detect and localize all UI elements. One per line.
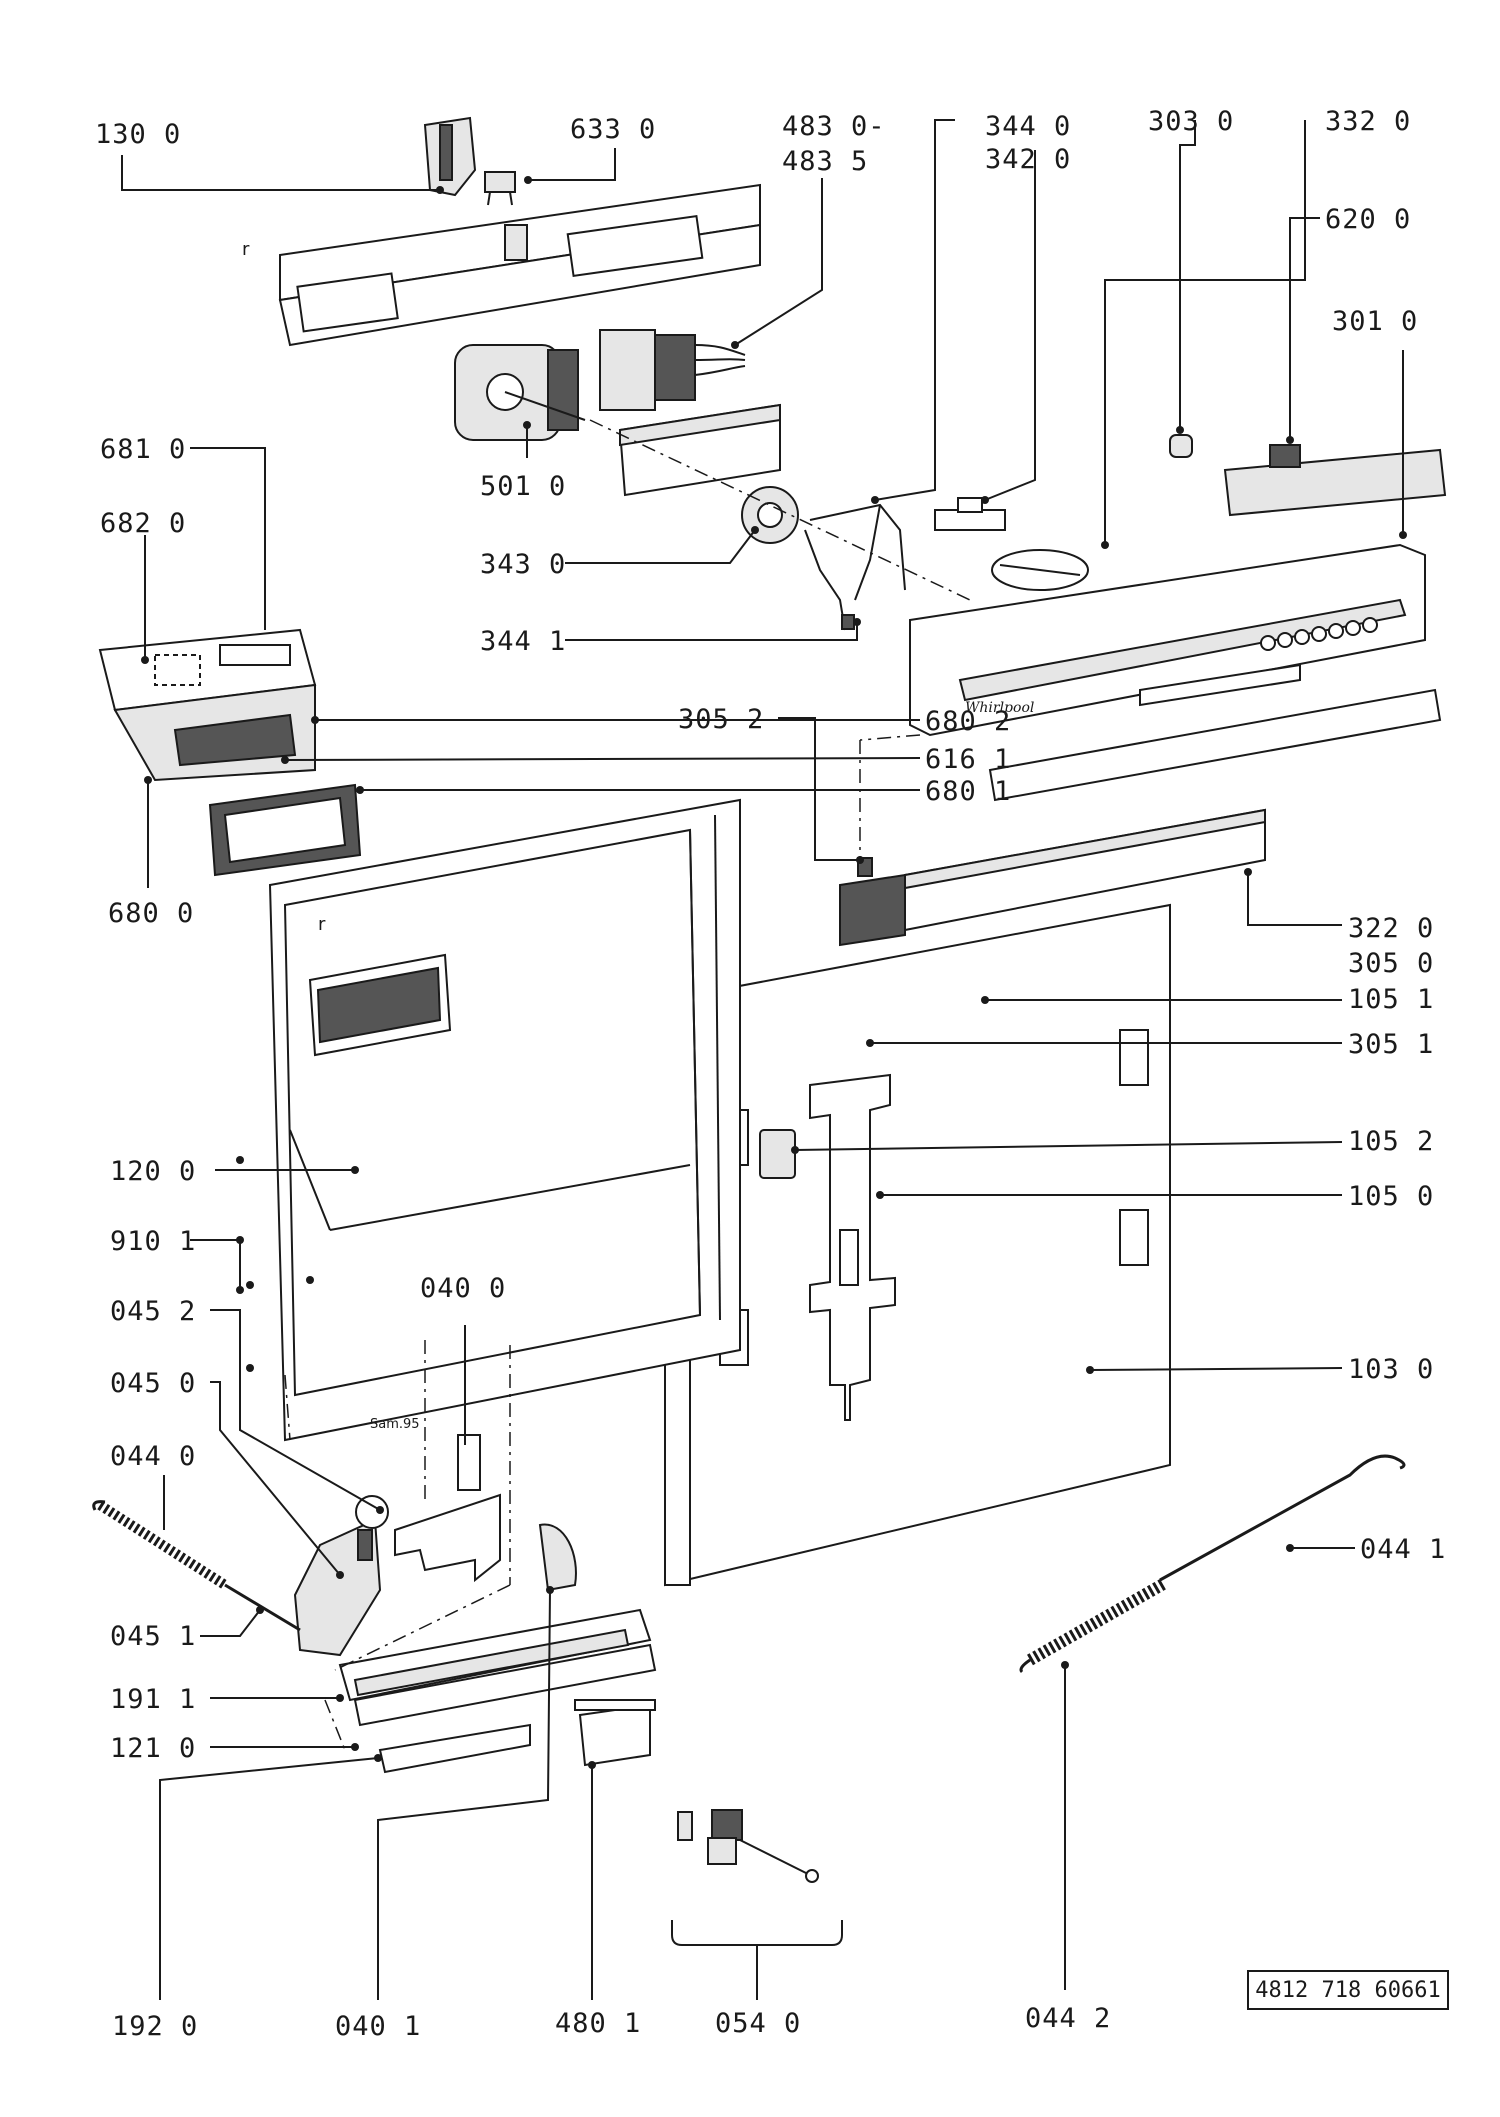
label-121-0: 121 0 [110, 1733, 196, 1764]
label-633-0: 633 0 [570, 114, 656, 145]
callout-labels: 130 0 633 0 483 0- 483 5 344 0 342 0 303… [95, 106, 1446, 2042]
bracket-342-0 [934, 497, 1006, 531]
brand-marking: Whirlpool [965, 700, 1034, 716]
hinge-arm-045 [293, 1495, 389, 1657]
label-054-0: 054 0 [715, 2008, 801, 2039]
label-045-1: 045 1 [110, 1621, 196, 1652]
label-301-0: 301 0 [1332, 306, 1418, 337]
control-module-680 [98, 628, 317, 782]
bracket-lower-343 [618, 403, 781, 497]
handle-rail-305-0 [839, 808, 1266, 947]
connector-block-483 [599, 329, 746, 411]
label-680-0: 680 0 [108, 898, 194, 929]
bottom-strip-192-0 [378, 1723, 531, 1774]
bracket-480-1 [574, 1699, 656, 1767]
label-680-2: 680 2 [925, 706, 1011, 737]
document-reference-number: 4812 718 60661 [1247, 1970, 1449, 2010]
label-130-0: 130 0 [95, 119, 181, 150]
label-480-1: 480 1 [555, 2008, 641, 2039]
label-120-0: 120 0 [110, 1156, 196, 1187]
label-483-5: 483 5 [782, 146, 868, 177]
trim-strip-322-0 [988, 688, 1442, 802]
label-044-2: 044 2 [1025, 2003, 1111, 2034]
label-044-1: 044 1 [1360, 1534, 1446, 1565]
label-303-0: 303 0 [1148, 106, 1234, 137]
kit-054-0 [677, 1809, 819, 1883]
label-305-2: 305 2 [678, 704, 764, 735]
label-343-0: 343 0 [480, 549, 566, 580]
switch-board-620-0 [1223, 444, 1447, 517]
label-192-0: 192 0 [112, 2011, 198, 2042]
control-rail-bracket [278, 183, 761, 347]
label-322-0: 322 0 [1348, 913, 1434, 944]
label-616-1: 616 1 [925, 744, 1011, 775]
label-305-0: 305 0 [1348, 948, 1434, 979]
label-681-0: 681 0 [100, 434, 186, 465]
label-044-0: 044 0 [110, 1441, 196, 1472]
leader-dots [141, 176, 1407, 1769]
hinge-bracket-040-0 [394, 1434, 501, 1583]
hinge-strap-105-0 [809, 1073, 896, 1421]
label-680-1: 680 1 [925, 776, 1011, 807]
label-103-0: 103 0 [1348, 1354, 1434, 1385]
clip-130-0 [423, 116, 477, 197]
label-344-0: 344 0 [985, 111, 1071, 142]
r-mark-frame: r [318, 914, 326, 935]
label-910-1: 910 1 [110, 1226, 196, 1257]
timer-motor-501-0 [454, 344, 586, 441]
label-045-2: 045 2 [110, 1296, 196, 1327]
alignment-lines [284, 419, 971, 1751]
label-105-1: 105 1 [1348, 984, 1434, 1015]
label-344-1: 344 1 [480, 626, 566, 657]
label-105-0: 105 0 [1348, 1181, 1434, 1212]
control-panel-301-0: Whirlpool [909, 543, 1426, 737]
label-483-0: 483 0- [782, 111, 886, 142]
label-040-1: 040 1 [335, 2011, 421, 2042]
gasket-680-1 [208, 783, 362, 877]
sketch-note: Sam.95 [370, 1417, 420, 1432]
label-332-0: 332 0 [1325, 106, 1411, 137]
r-mark-top: r [242, 239, 250, 260]
inner-door-frame-120-0 [268, 798, 741, 1442]
spring-044-0 [92, 1500, 301, 1632]
label-305-1: 305 1 [1348, 1029, 1434, 1060]
knob-332-0 [1169, 434, 1193, 458]
bottom-rail-191-1 [338, 1608, 652, 1702]
cover-040-1 [538, 1523, 577, 1592]
label-501-0: 501 0 [480, 471, 566, 502]
label-105-2: 105 2 [1348, 1126, 1434, 1157]
bottom-trim-121-0 [353, 1643, 657, 1727]
label-682-0: 682 0 [100, 508, 186, 539]
lens-cap-303-0 [991, 549, 1089, 591]
leader-lines [121, 119, 1404, 2000]
label-040-0: 040 0 [420, 1273, 506, 1304]
lever-bracket-344 [804, 503, 906, 631]
switch-633-0 [484, 171, 516, 206]
label-620-0: 620 0 [1325, 204, 1411, 235]
label-191-1: 191 1 [110, 1684, 196, 1715]
spring-rod-044-1 [1019, 1454, 1406, 1674]
label-045-0: 045 0 [110, 1368, 196, 1399]
clip-105-2 [759, 1129, 796, 1179]
label-342-0: 342 0 [985, 144, 1071, 175]
